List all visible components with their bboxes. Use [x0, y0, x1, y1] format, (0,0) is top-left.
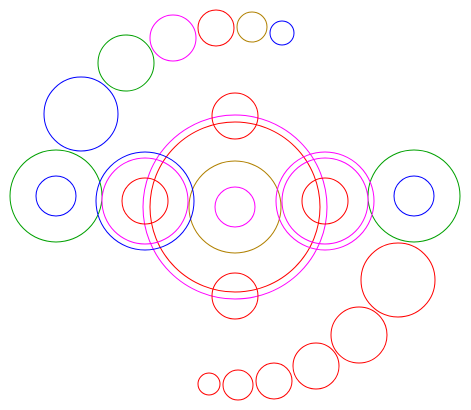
right-outer-ring: [367, 149, 461, 243]
right-satellite-inner: [301, 177, 349, 225]
center-ring: [149, 121, 321, 293]
spiral-circle-5: [330, 306, 388, 364]
left-outer-ring: [9, 149, 103, 243]
center-inner-ring: [214, 186, 256, 228]
top-arc-circle-6: [43, 76, 119, 152]
right-satellite-outer: [275, 151, 375, 251]
top-arc-circle-4: [149, 14, 197, 62]
right-inner-ring: [393, 175, 435, 217]
spiral-circle-1: [197, 372, 221, 396]
left-satellite-inner: [121, 177, 169, 225]
spiral-circle-3: [255, 362, 293, 400]
top-arc-circle-2: [236, 11, 268, 43]
top-arc-circle-3: [197, 9, 235, 47]
left-satellite-outer: [95, 151, 195, 251]
spiral-circle-2: [222, 369, 254, 401]
center-bottom-circle: [211, 272, 259, 320]
center-outer-ring: [142, 114, 328, 300]
center-top-circle: [211, 92, 259, 140]
right-satellite-mid: [281, 157, 369, 245]
left-inner-ring: [35, 175, 77, 217]
spiral-circle-4: [292, 342, 340, 390]
center-mid-ring: [188, 160, 282, 254]
top-arc-circle-5: [97, 34, 155, 92]
spiral-circle-6: [360, 242, 436, 318]
left-satellite-mid: [101, 157, 189, 245]
top-arc-circle-1: [269, 20, 295, 46]
